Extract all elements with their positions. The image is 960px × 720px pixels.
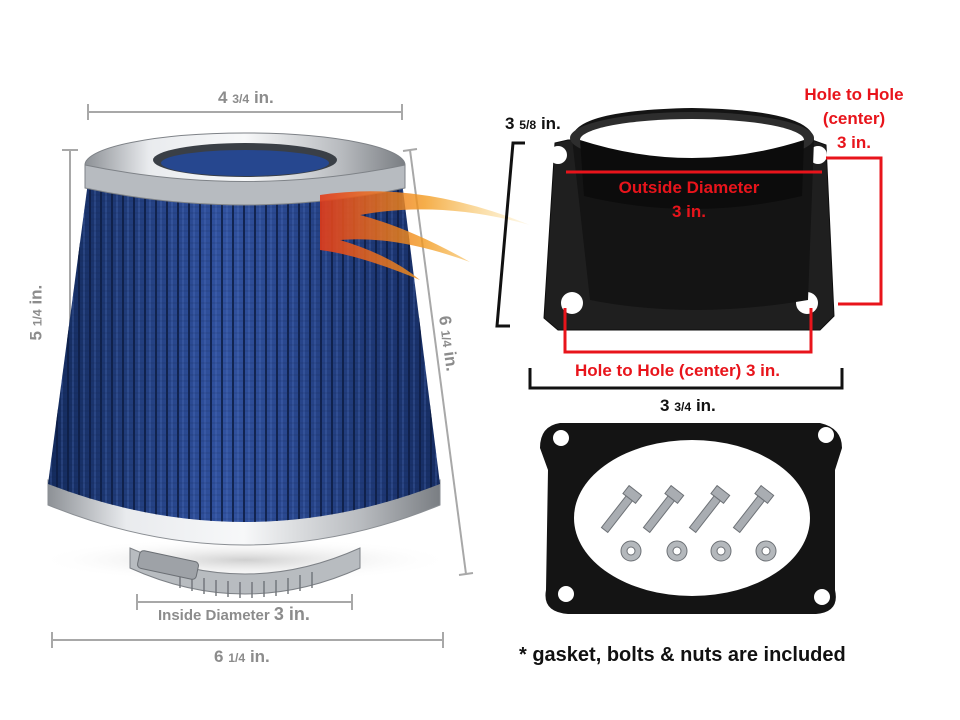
filter-height-num: 5 [26, 331, 46, 341]
adapter-width-unit: in. [695, 396, 716, 415]
adapter-width-bracket [528, 368, 844, 390]
flame-icon [320, 191, 530, 280]
filter-side-length-frac: 1/4 [437, 329, 455, 348]
gasket [540, 423, 842, 614]
filter-side-length-num: 6 [435, 314, 456, 327]
filter-top-width-frac: 3/4 [232, 92, 250, 106]
nuts [620, 540, 777, 562]
filter-bottom-width-label: 6 1/4 in. [214, 648, 270, 665]
filter-bottom-width-unit: in. [249, 647, 270, 666]
adapter-height-unit: in. [540, 114, 561, 133]
inside-diameter-text: Inside Diameter [158, 607, 270, 624]
clamp-teeth [179, 572, 313, 598]
adapter-height-frac: 5/8 [519, 118, 537, 132]
hole-to-hole-bottom-label: Hole to Hole (center) 3 in. [575, 361, 780, 380]
filter-bottom-width-num: 6 [214, 647, 224, 666]
red-dimension-lines [563, 156, 883, 354]
outside-diameter-line2: 3 in. [671, 202, 706, 221]
filter-height-label: 5 1/4 in. [26, 261, 46, 341]
adapter-height-label: 3 5/8 in. [505, 115, 561, 132]
adapter-width-label: 3 3/4 in. [660, 397, 716, 414]
hole-to-hole-side-line2: (center) [822, 109, 886, 128]
adapter-width-num: 3 [660, 396, 670, 415]
hole-to-hole-side-label: Hole to Hole (center) 3 in. [790, 83, 918, 155]
adapter-height-bracket [495, 141, 525, 328]
filter-height-unit: in. [26, 284, 46, 305]
outside-diameter-label: Outside Diameter 3 in. [604, 176, 774, 224]
adapter-height-num: 3 [505, 114, 515, 133]
inside-diameter-value: 3 in. [273, 604, 310, 624]
inside-diameter-label: Inside Diameter 3 in. [158, 605, 310, 623]
bolts [600, 484, 775, 534]
outside-diameter-line1: Outside Diameter [618, 178, 760, 197]
clamp-screw [137, 550, 199, 580]
filter-height-frac: 1/4 [30, 309, 45, 327]
adapter-flange [543, 108, 835, 331]
filter-top-width-num: 4 [218, 88, 228, 107]
adapter-width-frac: 3/4 [674, 400, 692, 414]
hole-to-hole-side-line3: 3 in. [836, 133, 871, 152]
filter-side-length-unit: in. [440, 350, 462, 373]
hole-to-hole-side-line1: Hole to Hole [804, 85, 904, 104]
filter-top-width-unit: in. [253, 88, 274, 107]
air-filter [35, 132, 455, 598]
filter-bottom-width-frac: 1/4 [228, 651, 246, 665]
filter-top-width-label: 4 3/4 in. [218, 89, 274, 106]
included-parts-note: * gasket, bolts & nuts are included [519, 644, 846, 666]
